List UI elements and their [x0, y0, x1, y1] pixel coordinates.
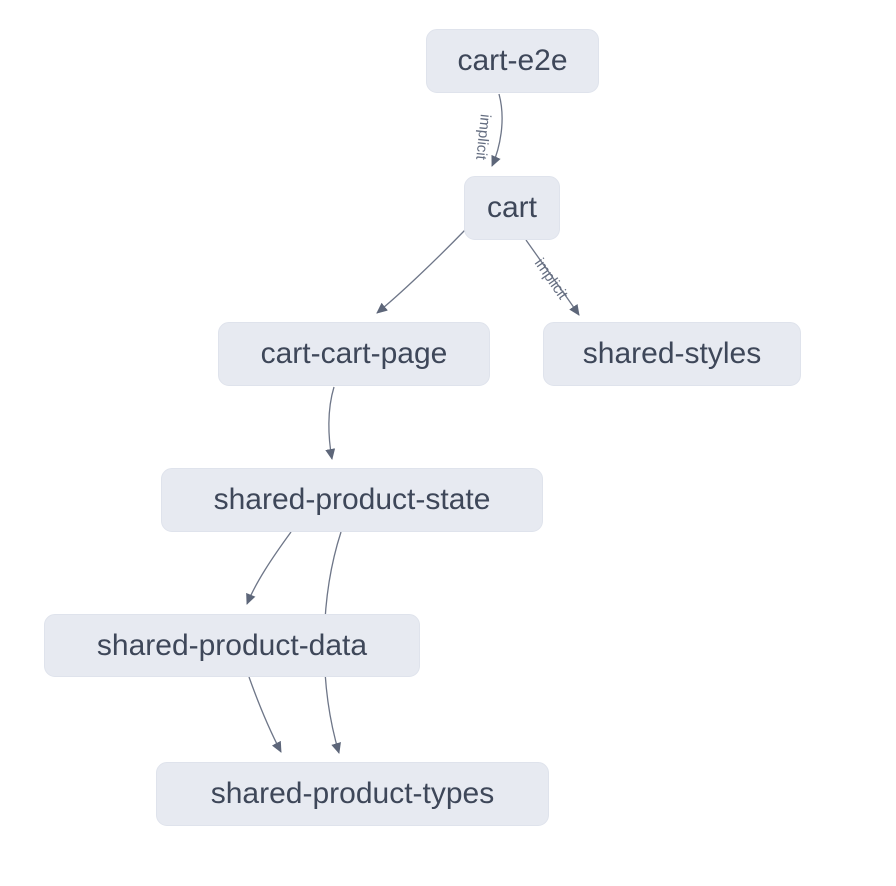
- node-shared-styles[interactable]: shared-styles: [543, 322, 801, 386]
- node-label: cart-e2e: [457, 44, 568, 77]
- node-shared-product-types[interactable]: shared-product-types: [156, 762, 549, 826]
- node-label: shared-styles: [582, 337, 762, 370]
- node-shared-product-state[interactable]: shared-product-state: [161, 468, 543, 532]
- node-label: cart-cart-page: [260, 337, 448, 370]
- node-label: shared-product-data: [96, 628, 368, 662]
- edge-shared-product-data-shared-product-types: [248, 676, 282, 753]
- node-cart[interactable]: cart: [464, 176, 560, 240]
- node-shared-product-data[interactable]: shared-product-data: [44, 614, 420, 677]
- edge-cart-e2e-cart: [491, 93, 503, 167]
- edge-cart-shared-styles: [525, 239, 580, 316]
- node-cart-cart-page[interactable]: cart-cart-page: [218, 322, 490, 386]
- node-cart-e2e[interactable]: cart-e2e: [426, 29, 599, 93]
- edge-shared-product-state-shared-product-data: [246, 531, 292, 605]
- edge-cart-cart-cart-page: [376, 228, 467, 314]
- node-label: shared-product-state: [213, 483, 491, 516]
- edge-cart-cart-page-shared-product-state: [325, 386, 336, 460]
- node-label: shared-product-types: [210, 777, 495, 810]
- node-label: cart: [486, 191, 537, 224]
